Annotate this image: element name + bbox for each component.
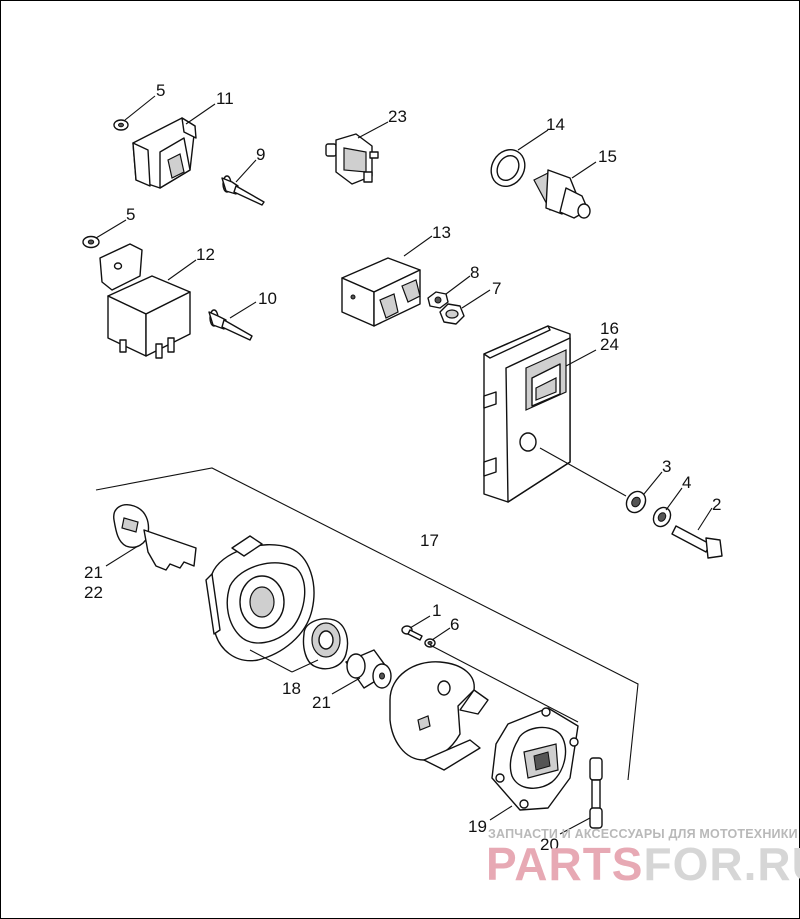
callout-23: 23	[388, 107, 407, 126]
lock-cylinder-21	[345, 649, 392, 689]
callout-18: 18	[282, 679, 301, 698]
callout-12: 12	[196, 245, 215, 264]
callout-21-key: 21	[84, 563, 103, 582]
washer-14	[490, 149, 526, 187]
fuse-20	[589, 757, 603, 829]
watermark-brand-left: PARTS	[486, 838, 644, 890]
washer-4	[652, 506, 672, 528]
callout-8: 8	[470, 263, 479, 282]
switch-23	[325, 133, 379, 185]
relay-12	[82, 235, 191, 359]
callout-numbers: 5 11 9 23 14 15 5 12 10 13 8 7 16 24 3 4…	[84, 81, 721, 854]
callout-19: 19	[468, 817, 487, 836]
callout-16: 16	[600, 319, 619, 338]
callout-17: 17	[420, 531, 439, 550]
callout-14: 14	[546, 115, 565, 134]
callout-22: 22	[84, 583, 103, 602]
rivet-10	[208, 309, 253, 341]
callout-15: 15	[598, 147, 617, 166]
screw-1	[401, 625, 423, 641]
watermark-tagline: ЗАПЧАСТИ И АКСЕССУАРЫ ДЛЯ МОТОТЕХНИКИ	[488, 827, 798, 841]
ignition-housing-18	[205, 535, 315, 662]
key-21-22	[113, 504, 197, 571]
callout-13: 13	[432, 223, 451, 242]
circuit-breaker-13	[341, 257, 421, 327]
callout-3: 3	[662, 457, 671, 476]
leader-lines	[95, 95, 713, 835]
screw-2	[671, 525, 723, 559]
sensor-15	[533, 169, 591, 219]
callout-9: 9	[256, 145, 265, 164]
callout-5-bottom: 5	[126, 205, 135, 224]
callout-21-cylinder: 21	[312, 693, 331, 712]
callout-6: 6	[450, 615, 459, 634]
nut-7	[439, 303, 465, 325]
callout-4: 4	[682, 473, 691, 492]
callout-5-top: 5	[156, 81, 165, 100]
callout-24: 24	[600, 335, 619, 354]
callout-11: 11	[216, 89, 234, 108]
contact-plate-19	[491, 707, 579, 811]
module-16-24	[483, 325, 571, 503]
callout-7: 7	[492, 279, 501, 298]
callout-20: 20	[540, 835, 559, 854]
rivet-9	[221, 175, 265, 206]
callout-1: 1	[432, 601, 441, 620]
watermark: ЗАПЧАСТИ И АКСЕССУАРЫ ДЛЯ МОТОТЕХНИКИ PA…	[486, 827, 800, 890]
callout-10: 10	[258, 289, 277, 308]
washer-3	[625, 490, 647, 514]
callout-2: 2	[712, 495, 721, 514]
watermark-brand-right: FOR.RU	[644, 838, 800, 890]
cylinder-holder	[302, 618, 349, 670]
washer-6	[424, 638, 436, 648]
watermark-brand: PARTSFOR.RU	[486, 838, 800, 890]
bracket-11	[113, 117, 197, 189]
nut-8	[427, 291, 449, 309]
switch-cover-17	[389, 661, 489, 771]
